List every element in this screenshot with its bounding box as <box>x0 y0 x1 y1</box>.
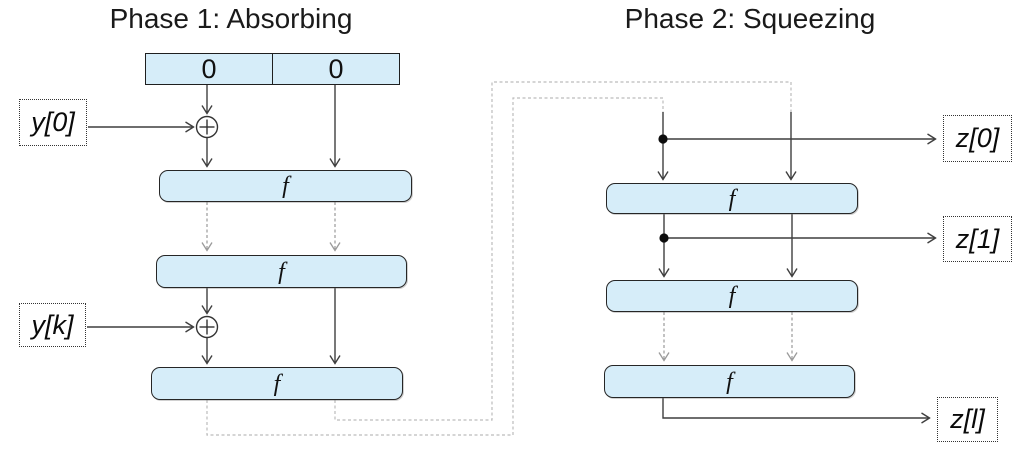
squeeze-f3-box: f <box>604 365 855 398</box>
input-y0-label: y[0] <box>19 99 87 146</box>
input-yk-text: y[k] <box>31 309 74 340</box>
output-z0-label: z[0] <box>943 115 1012 162</box>
squeeze-f3-label: f <box>726 368 733 395</box>
absorb-f3-label: f <box>273 370 281 397</box>
output-zl-label: z[l] <box>937 397 998 442</box>
xor-node-1 <box>195 115 219 139</box>
register-cell-rate: 0 <box>201 53 217 84</box>
output-z0-text: z[0] <box>955 123 1000 153</box>
phase2-title: Phase 2: Squeezing <box>624 3 876 34</box>
squeeze-f2-box: f <box>606 280 858 312</box>
input-yk-label: y[k] <box>19 303 86 347</box>
input-y0-text: y[0] <box>31 107 75 137</box>
absorb-arrows <box>87 85 335 363</box>
output-z1-label: z[1] <box>943 216 1012 262</box>
absorb-f2-label: f <box>278 258 285 285</box>
state-register: 0 0 <box>145 53 400 85</box>
register-cell-capacity: 0 <box>272 54 399 84</box>
absorb-f3-box: f <box>151 367 403 400</box>
absorb-dashed-arrows <box>207 202 335 250</box>
output-z1-text: z[1] <box>955 223 1000 254</box>
absorb-f1-label: f <box>282 173 289 199</box>
squeeze-f1-label: f <box>728 185 736 212</box>
squeeze-f1-box: f <box>606 183 858 214</box>
output-zl-text: z[l] <box>950 404 985 434</box>
absorb-f1-box: f <box>159 170 412 202</box>
absorb-f2-box: f <box>156 255 407 288</box>
squeeze-f2-label: f <box>728 283 736 309</box>
phase-connectors <box>206 81 792 436</box>
xor-node-2 <box>195 315 219 339</box>
squeeze-dashed-arrows <box>664 312 792 360</box>
squeeze-arrows <box>663 112 935 418</box>
phase1-title: Phase 1: Absorbing <box>109 3 353 34</box>
junction-dots <box>658 134 669 243</box>
